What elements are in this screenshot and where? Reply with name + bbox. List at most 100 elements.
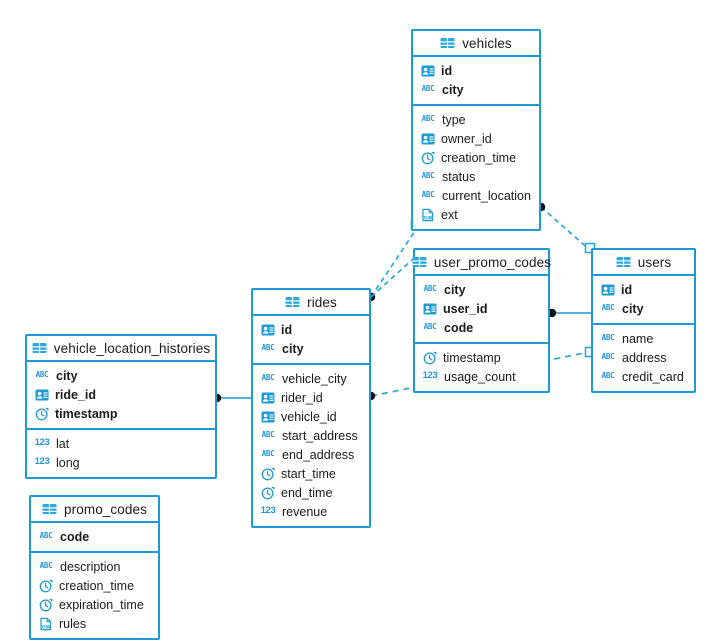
- field-name: creation_time: [441, 150, 517, 165]
- field-row[interactable]: creation_time: [31, 576, 158, 595]
- field-row[interactable]: expiration_time: [31, 595, 158, 614]
- connector-vehicles-users[interactable]: [536, 202, 596, 254]
- abc-icon: ABC: [421, 189, 435, 199]
- field-name: lat: [56, 436, 70, 451]
- table-icon: [616, 255, 631, 270]
- field-row[interactable]: creation_time: [413, 148, 539, 167]
- field-row[interactable]: ride_id: [27, 385, 215, 404]
- abc-icon: ABC: [601, 302, 615, 312]
- table-header-user_promo_codes[interactable]: user_promo_codes: [412, 250, 552, 276]
- field-name: start_time: [281, 466, 336, 481]
- 123-icon: 123: [422, 369, 438, 381]
- table-header-rides[interactable]: rides: [253, 290, 369, 316]
- field-name: city: [444, 282, 466, 297]
- clock-icon: [38, 597, 53, 612]
- clock-icon: [420, 150, 435, 165]
- table-header-users[interactable]: users: [593, 250, 694, 276]
- field-name: timestamp: [443, 350, 501, 365]
- field-row[interactable]: ABC city: [593, 299, 694, 318]
- field-name: city: [622, 301, 644, 316]
- clock-icon: [34, 406, 49, 421]
- field-row[interactable]: vehicle_id: [253, 407, 369, 426]
- field-name: id: [281, 322, 293, 337]
- field-name: rider_id: [281, 390, 323, 405]
- field-name: status: [442, 169, 476, 184]
- abc-icon: ABC: [601, 351, 615, 361]
- field-row[interactable]: user_id: [415, 299, 548, 318]
- connector-rides-user-promo-codes[interactable]: [370, 258, 414, 298]
- field-row[interactable]: owner_id: [413, 129, 539, 148]
- abc-icon: ABC: [39, 530, 53, 540]
- field-row[interactable]: ABC code: [31, 527, 158, 546]
- field-name: creation_time: [59, 578, 135, 593]
- field-name: rules: [59, 616, 87, 631]
- field-row[interactable]: timestamp: [415, 348, 548, 367]
- field-row[interactable]: end_time: [253, 483, 369, 502]
- abc-icon: ABC: [261, 372, 275, 382]
- clock-icon: [422, 350, 437, 365]
- connector-user-promo-codes-users[interactable]: [547, 308, 591, 318]
- field-name: ext: [441, 207, 458, 222]
- field-name: id: [441, 63, 453, 78]
- table-name: user_promo_codes: [433, 254, 552, 270]
- abc-icon: ABC: [261, 448, 275, 458]
- connector-vehicle-location-histories-rides[interactable]: [212, 393, 251, 403]
- id-card-icon: [34, 387, 49, 402]
- abc-icon: ABC: [35, 369, 49, 379]
- clock-icon: [38, 578, 53, 593]
- table-name: vehicles: [462, 35, 512, 51]
- field-name: code: [60, 529, 90, 544]
- table-header-vehicles[interactable]: vehicles: [413, 31, 539, 57]
- field-row[interactable]: id: [253, 320, 369, 339]
- table-header-promo_codes[interactable]: promo_codes: [31, 497, 158, 523]
- field-name: timestamp: [55, 406, 118, 421]
- primary-key-section: ABC code: [31, 523, 158, 553]
- field-row[interactable]: timestamp: [27, 404, 215, 423]
- table-icon: [285, 295, 300, 310]
- table-name: users: [637, 254, 672, 270]
- table-name: promo_codes: [64, 501, 147, 517]
- field-row[interactable]: id: [593, 280, 694, 299]
- 123-icon: 123: [34, 455, 50, 467]
- field-row[interactable]: rider_id: [253, 388, 369, 407]
- id-card-icon: [420, 131, 435, 146]
- table-header-vehicle_location_histories[interactable]: vehicle_location_histories: [27, 336, 215, 362]
- id-card-icon: [260, 322, 275, 337]
- field-row[interactable]: start_time: [253, 464, 369, 483]
- field-row[interactable]: id: [413, 61, 539, 80]
